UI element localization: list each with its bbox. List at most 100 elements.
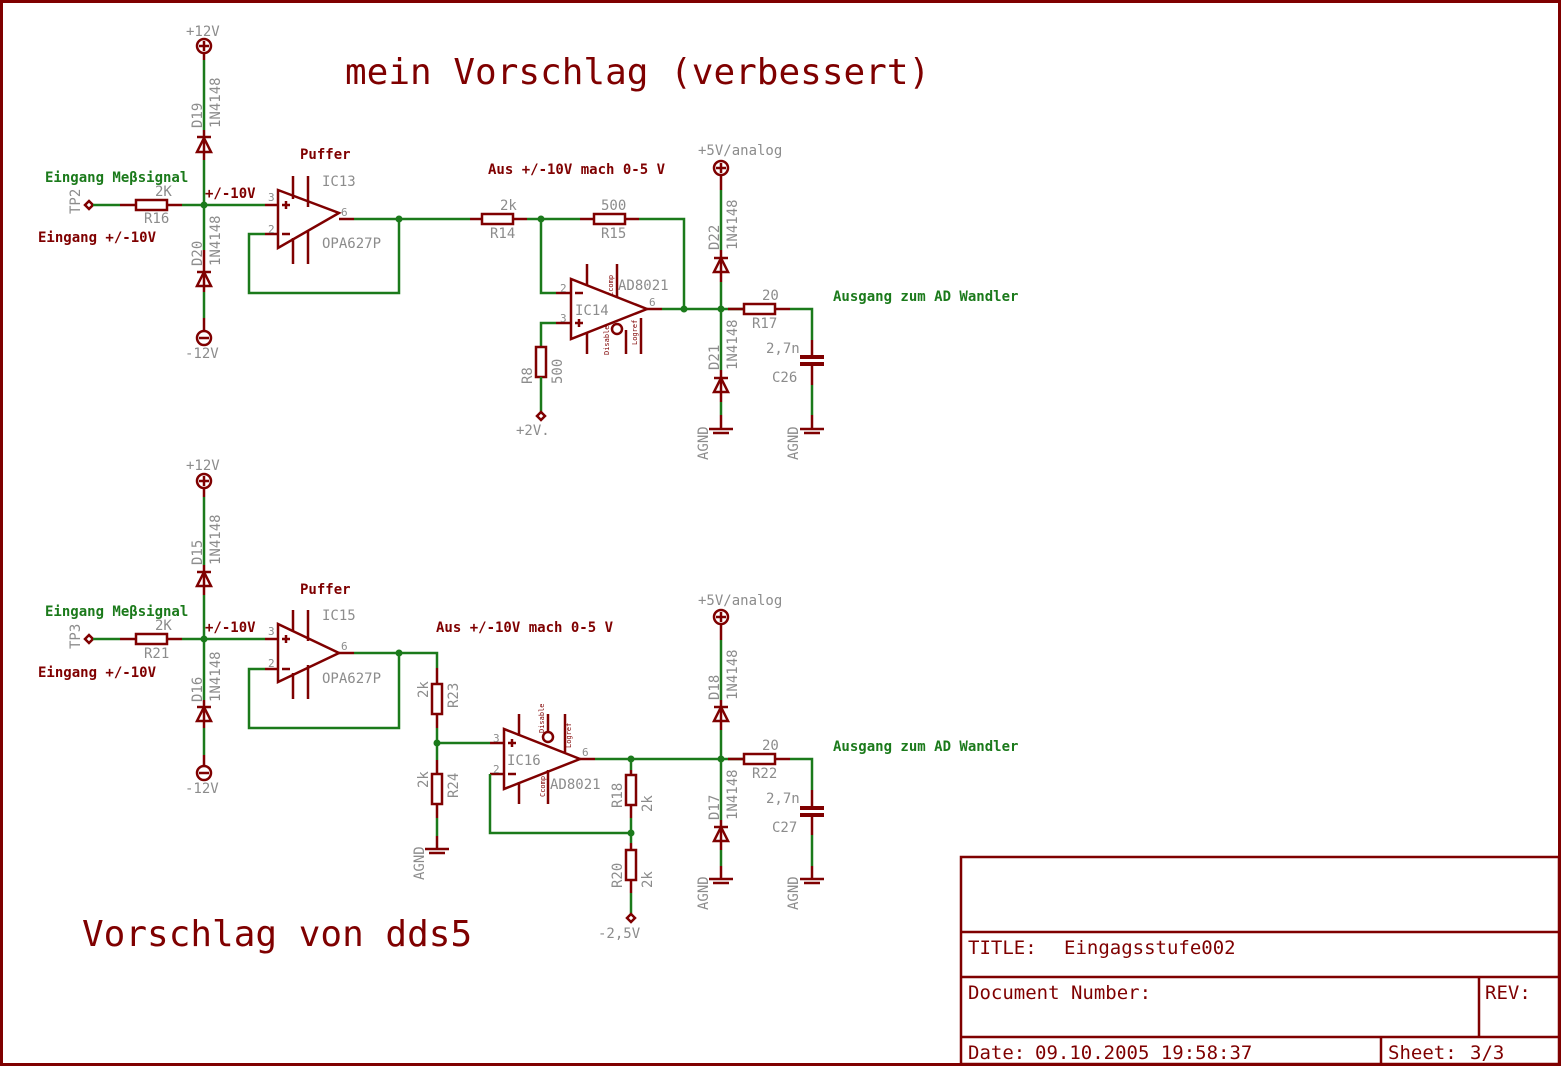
r15-value: 500 bbox=[601, 198, 626, 214]
gnd-label: AGND bbox=[786, 426, 802, 460]
r23-value: 2k bbox=[416, 681, 432, 698]
capacitor-c26[interactable] bbox=[800, 340, 824, 385]
pin-label-logref: Logref bbox=[631, 320, 639, 345]
resistor-r18[interactable] bbox=[624, 773, 638, 807]
opamp-ic13[interactable] bbox=[265, 176, 354, 264]
diode-d19[interactable] bbox=[194, 130, 214, 160]
supply-plus-icon bbox=[712, 608, 730, 626]
resistor-r22[interactable] bbox=[742, 752, 777, 766]
d20-name: D20 bbox=[190, 241, 206, 266]
node-label: +/-10V bbox=[205, 186, 256, 202]
ic15-name: IC15 bbox=[322, 608, 356, 624]
diode-d22[interactable] bbox=[711, 250, 731, 282]
d19-value: 1N4148 bbox=[208, 77, 224, 128]
d17-value: 1N4148 bbox=[725, 769, 741, 820]
diode-d18[interactable] bbox=[711, 700, 731, 730]
resistor-r8[interactable] bbox=[534, 345, 548, 379]
output-label: Ausgang zum AD Wandler bbox=[833, 739, 1018, 755]
diode-d16[interactable] bbox=[194, 700, 214, 728]
ground-icon bbox=[800, 877, 824, 885]
resistor-r16[interactable] bbox=[134, 198, 169, 212]
input-label-red: Eingang +/-10V bbox=[38, 230, 157, 246]
gnd-label: AGND bbox=[696, 426, 712, 460]
gnd-label: AGND bbox=[696, 876, 712, 910]
ref-voltage-marker bbox=[625, 912, 637, 924]
resistor-r15[interactable] bbox=[592, 212, 627, 226]
d19-name: D19 bbox=[190, 103, 206, 128]
diode-d17[interactable] bbox=[711, 820, 731, 850]
supply-neg-label: -12V bbox=[185, 781, 219, 797]
testpoint-tp2[interactable] bbox=[83, 199, 95, 211]
pin-3: 3 bbox=[268, 625, 275, 638]
junction bbox=[200, 201, 208, 209]
heading-bottom: Vorschlag von dds5 bbox=[82, 914, 472, 955]
pin-2: 2 bbox=[560, 282, 567, 295]
pin-label-disable: Disable bbox=[603, 325, 611, 355]
resistor-r17[interactable] bbox=[742, 302, 777, 316]
bottom-circuit: +12V D15 1N4148 D16 1N4148 -12V E bbox=[38, 458, 1018, 942]
opamp-ic16[interactable] bbox=[490, 714, 595, 804]
diode-d21[interactable] bbox=[711, 370, 731, 402]
pin-label-ccomp: Ccomp bbox=[539, 776, 547, 797]
rev-label: REV: bbox=[1485, 982, 1531, 1004]
ref-voltage-label: +2V. bbox=[516, 423, 550, 439]
testpoint-label: TP2 bbox=[68, 189, 84, 214]
r24-value: 2k bbox=[416, 771, 432, 788]
top-circuit: +12V D19 1N4148 D20 1N4148 - bbox=[38, 24, 1018, 460]
resistor-r14[interactable] bbox=[480, 212, 515, 226]
ref-voltage-marker bbox=[535, 410, 547, 422]
d22-name: D22 bbox=[707, 225, 723, 250]
pin-6: 6 bbox=[341, 206, 348, 219]
diode-d15[interactable] bbox=[194, 565, 214, 595]
ground-icon bbox=[709, 427, 733, 435]
pin-6: 6 bbox=[341, 640, 348, 653]
date-value: 09.10.2005 19:58:37 bbox=[1035, 1042, 1252, 1064]
pin-2: 2 bbox=[268, 657, 275, 670]
capacitor-c27[interactable] bbox=[800, 790, 824, 835]
resistor-r20[interactable] bbox=[624, 848, 638, 882]
sheet-value: 3/3 bbox=[1470, 1042, 1504, 1064]
opamp-ic15[interactable] bbox=[265, 610, 354, 699]
ground-icon bbox=[800, 427, 824, 435]
ic14-value: AD8021 bbox=[618, 278, 669, 294]
junction bbox=[680, 305, 688, 313]
r21-name: R21 bbox=[144, 646, 169, 662]
d22-value: 1N4148 bbox=[725, 199, 741, 250]
supply-analog-label: +5V/analog bbox=[698, 143, 782, 159]
pin-2: 2 bbox=[268, 223, 275, 236]
r15-name: R15 bbox=[601, 226, 626, 242]
ground-icon bbox=[709, 877, 733, 885]
d21-name: D21 bbox=[707, 345, 723, 370]
d21-value: 1N4148 bbox=[725, 319, 741, 370]
supply-analog-label: +5V/analog bbox=[698, 593, 782, 609]
r23-name: R23 bbox=[446, 683, 462, 708]
pin-2: 2 bbox=[493, 763, 500, 776]
docnum-label: Document Number: bbox=[968, 982, 1151, 1004]
ic14-name: IC14 bbox=[575, 303, 609, 319]
input-label-green: Eingang Meβsignal bbox=[45, 604, 188, 620]
output-label: Ausgang zum AD Wandler bbox=[833, 289, 1018, 305]
ic13-value: OPA627P bbox=[322, 236, 381, 252]
ground-icon bbox=[425, 847, 449, 855]
resistor-r24[interactable] bbox=[430, 772, 444, 806]
ic16-name: IC16 bbox=[507, 753, 541, 769]
opamp-ic14[interactable] bbox=[556, 264, 662, 354]
d17-name: D17 bbox=[707, 795, 723, 820]
ic13-name: IC13 bbox=[322, 174, 356, 190]
ic15-value: OPA627P bbox=[322, 671, 381, 687]
resistor-r23[interactable] bbox=[430, 682, 444, 716]
supply-pos-label: +12V bbox=[186, 458, 220, 474]
r14-name: R14 bbox=[490, 226, 515, 242]
testpoint-tp3[interactable] bbox=[83, 633, 95, 645]
r20-value: 2k bbox=[640, 871, 656, 888]
input-label-red: Eingang +/-10V bbox=[38, 665, 157, 681]
diode-d20[interactable] bbox=[194, 250, 214, 292]
d15-name: D15 bbox=[190, 540, 206, 565]
junction bbox=[627, 829, 635, 837]
buffer-label: Puffer bbox=[300, 147, 351, 163]
resistor-r21[interactable] bbox=[134, 632, 169, 646]
r20-name: R20 bbox=[610, 863, 626, 888]
pin-3: 3 bbox=[493, 732, 500, 745]
pin-6: 6 bbox=[649, 296, 656, 309]
